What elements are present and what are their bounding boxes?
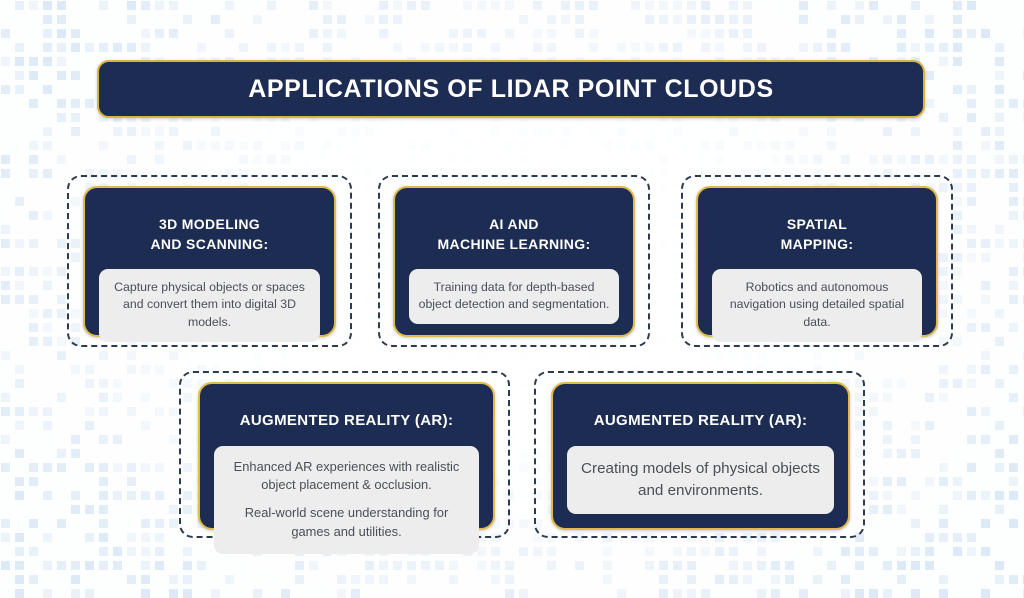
card-title-line: AND SCANNING: (150, 236, 269, 253)
card-body-spatial-mapping: Robotics and autonomous navigation using… (712, 268, 922, 343)
card-title-line: SPATIAL (786, 216, 848, 232)
card-title-line: MACHINE LEARNING: (437, 236, 591, 253)
card-title-3d-modeling: 3D MODELING AND SCANNING: (142, 188, 276, 255)
header-banner: APPLICATIONS OF LIDAR POINT CLOUDS (97, 60, 925, 118)
card-paragraph: Capture physical objects or spaces and c… (114, 279, 305, 330)
card-3d-modeling[interactable]: 3D MODELING AND SCANNING: Capture physic… (83, 186, 336, 343)
card-paragraph: Enhanced AR experiences with realistic o… (233, 458, 460, 493)
card-body-ar-experiences: Enhanced AR experiences with realistic o… (214, 445, 479, 554)
card-body-3d-modeling: Capture physical objects or spaces and c… (99, 268, 320, 343)
card-frame-ar-experiences: AUGMENTED REALITY (AR): Enhanced AR expe… (179, 371, 510, 554)
card-title-line: AUGMENTED REALITY (AR): (593, 412, 808, 429)
card-title-ar-experiences: AUGMENTED REALITY (AR): (232, 384, 462, 432)
card-paragraph: Real-world scene understanding for games… (244, 505, 449, 539)
card-title-line: AUGMENTED REALITY (AR): (239, 412, 454, 429)
card-body-ai-ml: Training data for depth-based object det… (409, 268, 619, 325)
page-title: APPLICATIONS OF LIDAR POINT CLOUDS (248, 74, 774, 103)
card-title-spatial-mapping: SPATIAL MAPPING: (773, 188, 862, 255)
card-frame-spatial-mapping: SPATIAL MAPPING: Robotics and autonomous… (681, 175, 953, 347)
card-title-ar-models: AUGMENTED REALITY (AR): (586, 384, 816, 432)
card-title-ai-ml: AI AND MACHINE LEARNING: (430, 188, 599, 255)
card-body-ar-models: Creating models of physical objects and … (567, 445, 834, 514)
card-paragraph: Creating models of physical objects and … (581, 459, 820, 499)
card-title-line: AI AND (489, 216, 539, 232)
card-paragraph: Robotics and autonomous navigation using… (729, 279, 905, 330)
card-title-line: MAPPING: (780, 236, 854, 253)
card-frame-3d-modeling: 3D MODELING AND SCANNING: Capture physic… (67, 175, 352, 347)
card-frame-ar-models: AUGMENTED REALITY (AR): Creating models … (534, 371, 865, 538)
card-title-line: 3D MODELING (158, 216, 261, 232)
card-spatial-mapping[interactable]: SPATIAL MAPPING: Robotics and autonomous… (696, 186, 938, 343)
card-frame-ai-ml: AI AND MACHINE LEARNING: Training data f… (378, 175, 650, 347)
card-ar-experiences[interactable]: AUGMENTED REALITY (AR): Enhanced AR expe… (198, 382, 495, 554)
card-paragraph: Training data for depth-based object det… (418, 279, 610, 312)
card-ai-ml[interactable]: AI AND MACHINE LEARNING: Training data f… (393, 186, 635, 337)
card-ar-models[interactable]: AUGMENTED REALITY (AR): Creating models … (551, 382, 850, 530)
